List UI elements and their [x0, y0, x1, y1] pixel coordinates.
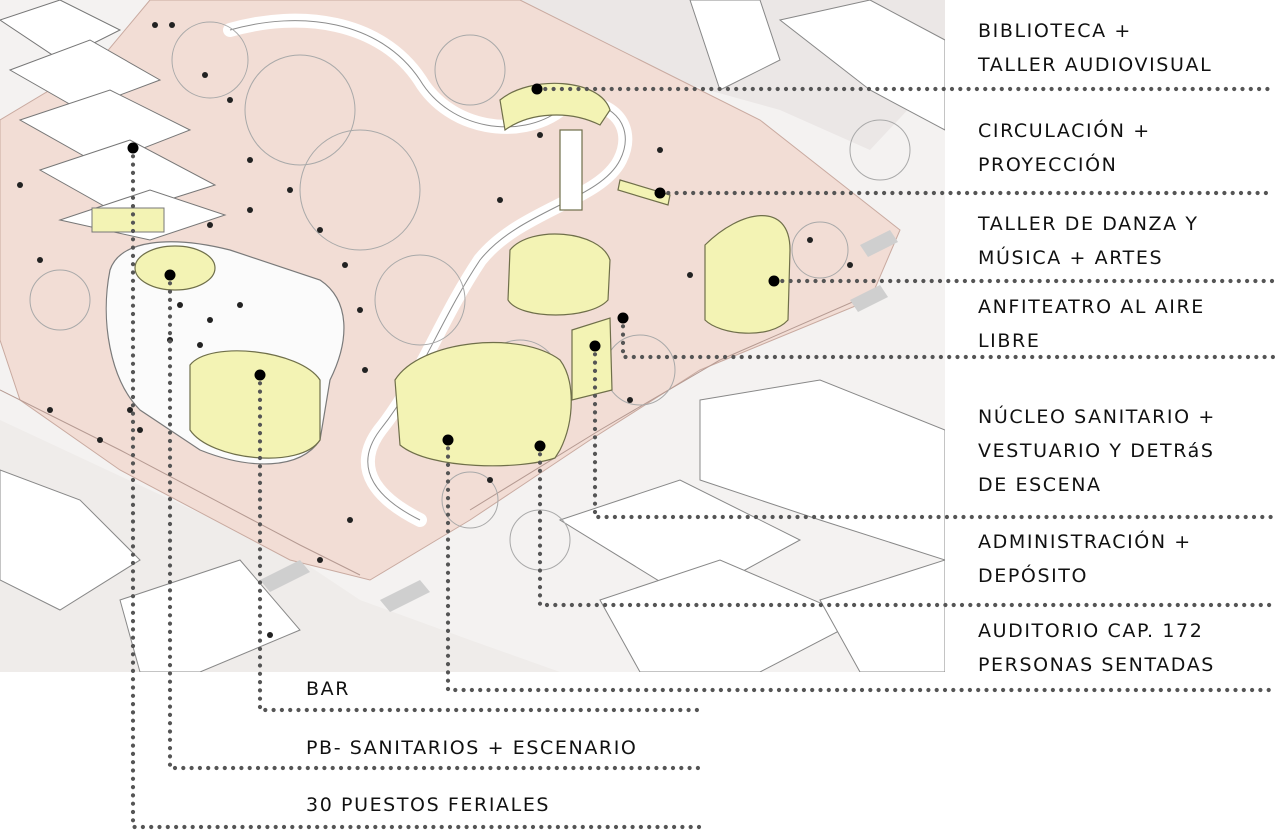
label-danza: TALLER DE DANZA Y MÚSICA + ARTES — [978, 212, 1199, 270]
label-auditorio-line-2: PERSONAS SENTADAS — [978, 654, 1215, 676]
leader-administracion — [537, 443, 1277, 608]
label-circulacion-line-1: CIRCULACIÓN + — [978, 120, 1151, 142]
label-administracion-line-1: ADMINISTRACIÓN + — [978, 531, 1192, 553]
anchor-dots — [127, 83, 780, 452]
label-nucleo-line-1: NÚCLEO SANITARIO + — [978, 406, 1216, 428]
market-stall-glazing — [91, 207, 165, 233]
label-anfiteatro-line-1: ANFITEATRO AL AIRE — [978, 296, 1205, 318]
anchor-danza — [768, 275, 780, 287]
label-nucleo: NÚCLEO SANITARIO + VESTUARIO Y DETRáS DE… — [978, 405, 1216, 497]
pavilions — [134, 82, 791, 467]
label-administracion-line-2: DEPÓSITO — [978, 565, 1089, 587]
label-puestos: 30 PUESTOS FERIALES — [306, 794, 551, 816]
leader-auditorio — [445, 437, 1277, 693]
label-biblioteca-line-2: TALLER AUDIOVISUAL — [978, 54, 1213, 76]
anchor-bar — [254, 369, 266, 381]
label-pb: PB- SANITARIOS + ESCENARIO — [306, 737, 638, 759]
label-auditorio: AUDITORIO CAP. 172 PERSONAS SENTADAS — [978, 619, 1215, 677]
bar-volume — [189, 350, 321, 459]
administracion-volume — [571, 317, 613, 401]
label-circulacion: CIRCULACIÓN + PROYECCIÓN — [978, 119, 1151, 177]
anchor-pb — [164, 269, 176, 281]
label-anfiteatro-line-2: LIBRE — [978, 330, 1041, 352]
label-biblioteca-line-1: BIBLIOTECA + — [978, 20, 1132, 42]
leader-lines — [130, 86, 1277, 830]
anfiteatro-volume — [704, 215, 791, 334]
stair-tower — [559, 129, 583, 211]
anchor-biblioteca — [531, 83, 543, 95]
leader-anfiteatro — [620, 315, 1277, 360]
label-nucleo-line-2: VESTUARIO Y DETRáS — [978, 440, 1215, 462]
leader-pb — [167, 272, 703, 771]
auditorio-volume — [394, 341, 572, 467]
anchor-anfiteatro — [617, 312, 629, 324]
label-biblioteca: BIBLIOTECA + TALLER AUDIOVISUAL — [978, 19, 1212, 77]
anchor-puestos — [127, 142, 139, 154]
label-administracion: ADMINISTRACIÓN + DEPÓSITO — [978, 530, 1192, 588]
leader-puestos — [130, 145, 703, 830]
danza-volume — [507, 233, 611, 316]
anchor-circulacion — [654, 187, 666, 199]
crosswalks — [260, 230, 898, 612]
paving-edge-1 — [0, 389, 361, 576]
label-circulacion-line-2: PROYECCIÓN — [978, 154, 1118, 176]
trees — [29, 21, 911, 571]
paving-edge-2 — [469, 289, 881, 511]
anchor-nucleo — [589, 340, 601, 352]
leader-nucleo — [592, 343, 1277, 520]
label-nucleo-line-3: DE ESCENA — [978, 474, 1102, 496]
surrounding-buildings — [0, 0, 945, 672]
label-anfiteatro: ANFITEATRO AL AIRE LIBRE — [978, 295, 1205, 353]
label-danza-line-1: TALLER DE DANZA Y — [978, 213, 1199, 235]
sinuous-walkway-edge — [229, 20, 626, 521]
circulacion-volume — [617, 179, 671, 206]
anchor-administracion — [534, 440, 546, 452]
label-bar: BAR — [306, 678, 351, 700]
anchor-auditorio — [442, 434, 454, 446]
label-auditorio-line-1: AUDITORIO CAP. 172 — [978, 620, 1204, 642]
axonometric-drawing — [0, 0, 945, 672]
street-band-north — [330, 0, 945, 150]
people-figures — [17, 22, 853, 638]
label-danza-line-2: MÚSICA + ARTES — [978, 247, 1164, 269]
stage-disc — [134, 245, 216, 291]
